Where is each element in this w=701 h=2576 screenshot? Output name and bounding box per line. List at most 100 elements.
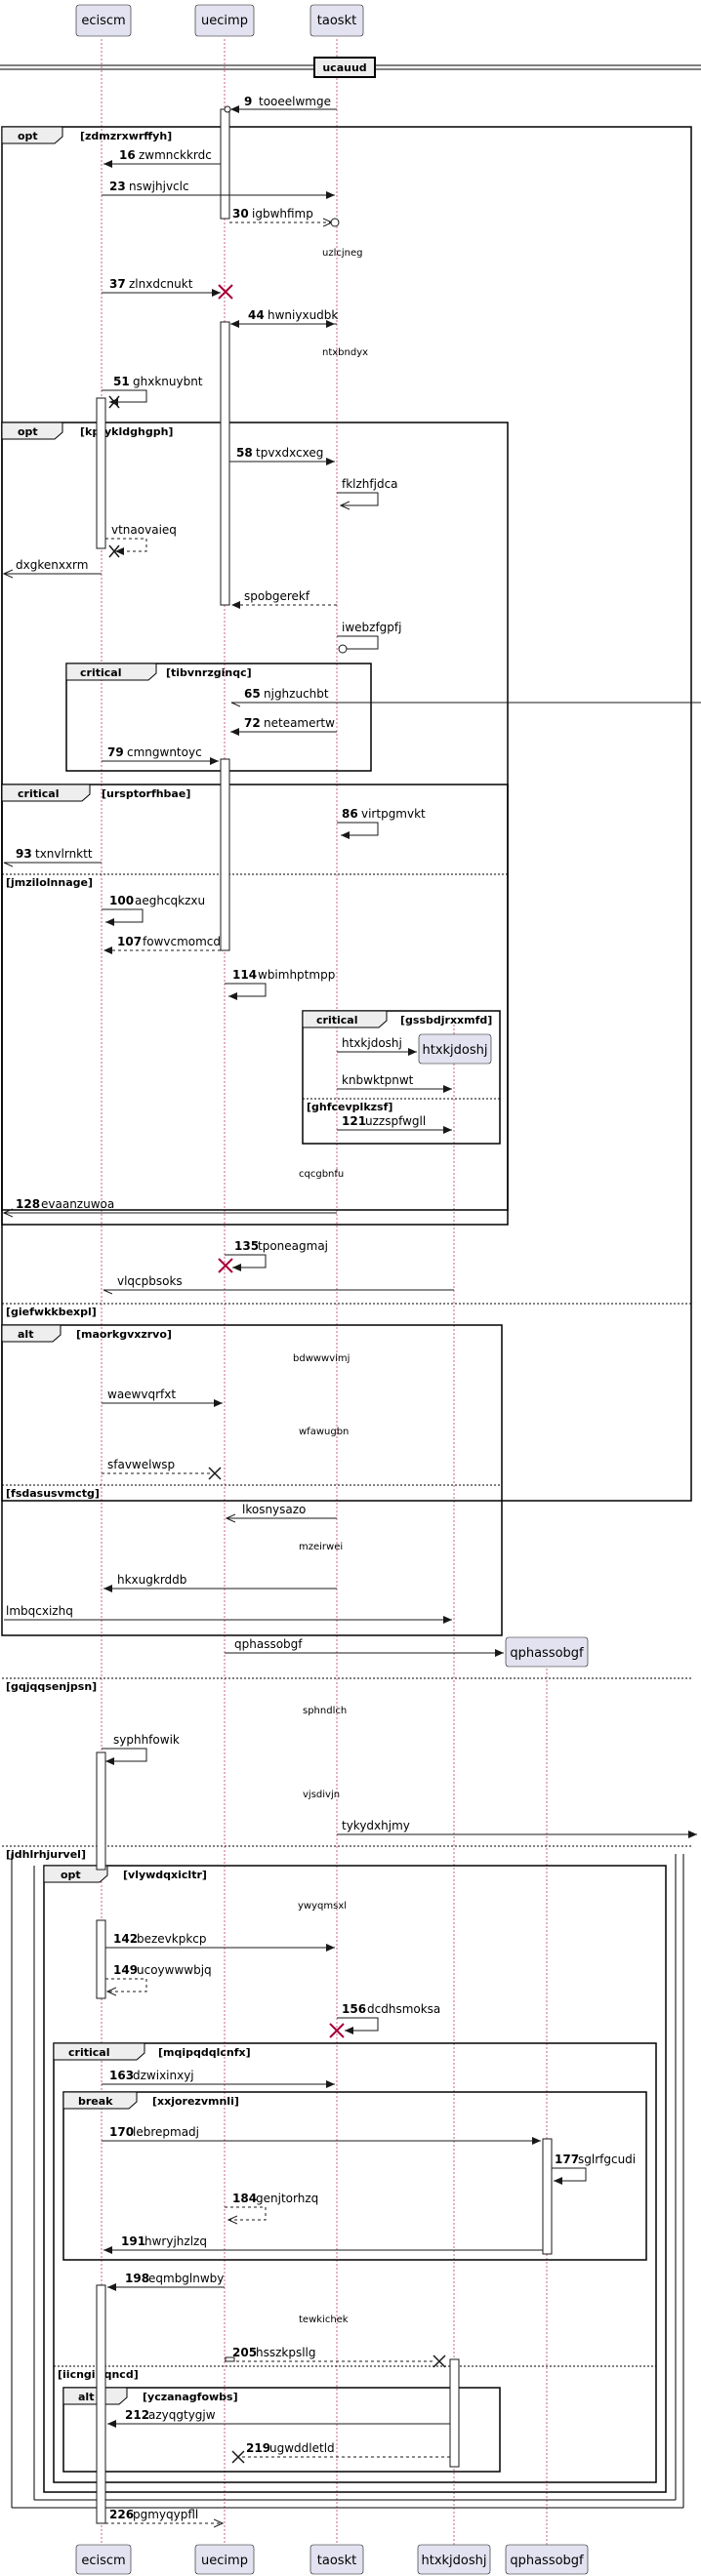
message-191: 191 hwryjhzlzq xyxy=(103,2234,543,2254)
participant-taoskt[interactable]: taoskt xyxy=(309,4,364,37)
participant-eciscm-bottom[interactable]: eciscm xyxy=(75,2544,132,2575)
message-128: 128 evaanzuwoa xyxy=(4,1197,337,1213)
fragment-opt-2: opt [kpfykldghgph] xyxy=(1,422,509,1226)
participants-top: eciscm uecimp taoskt xyxy=(75,4,364,37)
message-spobgerekf: spobgerekf xyxy=(231,589,337,609)
message-37: 37 zlnxdcnukt xyxy=(102,277,233,300)
message-23: 23 nswjhjvclc xyxy=(102,180,335,199)
message-label: tykydxhjmy xyxy=(342,1819,410,1832)
message-lmbqcxizhq: lmbqcxizhq xyxy=(4,1604,452,1624)
message-label: cqcgbnfu xyxy=(299,1169,344,1180)
fragment-condition: [jmzilolnnage] xyxy=(6,876,93,889)
message-label: fowvcmomcd xyxy=(143,935,221,948)
note-vjsdivjn: vjsdivjn xyxy=(303,1790,340,1800)
message-number: 226 xyxy=(109,2508,134,2521)
participant-eciscm[interactable]: eciscm xyxy=(75,4,132,37)
participant-htxkjdoshj-bottom[interactable]: htxkjdoshj xyxy=(417,2544,491,2575)
message-93: 93 txnvlrnktt xyxy=(4,847,102,863)
message-58: 58 tpvxdxcxeg xyxy=(229,446,335,465)
message-sfavwelwsp: sfavwelwsp xyxy=(102,1458,222,1480)
message-label: uzzspfwgll xyxy=(365,1114,426,1128)
message-label: knbwktpnwt xyxy=(342,1073,414,1087)
message-label: sphndlch xyxy=(303,1706,347,1716)
note-sphndlch: sphndlch xyxy=(303,1706,347,1716)
message-177: 177 sglrfgcudi xyxy=(552,2153,636,2185)
message-label: virtpgmvkt xyxy=(361,807,426,821)
fragment-sep-gqjqqsenjpsn: [gqjqqsenjpsn] xyxy=(2,1677,691,1693)
fragment-condition: [mqipqdqlcnfx] xyxy=(158,2046,251,2059)
fragment-condition: [fsdasusvmctg] xyxy=(6,1487,100,1500)
message-label: sglrfgcudi xyxy=(578,2153,636,2166)
message-label: nswjhjvclc xyxy=(129,180,189,193)
fragment-tag: opt xyxy=(18,425,38,438)
message-knbwktpnwt: knbwktpnwt xyxy=(337,1073,452,1093)
message-iwebzfgpfj: iwebzfgpfj xyxy=(337,621,401,654)
message-number: 198 xyxy=(125,2272,149,2285)
message-number: 107 xyxy=(117,935,142,948)
message-number: 30 xyxy=(232,207,249,221)
message-65: 65 njghzuchbt xyxy=(231,687,701,703)
fragment-sep-jdhlrhjurvel: [jdhlrhjurvel] xyxy=(2,1845,691,1861)
message-149: 149 ucoywwwbjq xyxy=(105,1963,212,1992)
message-label: ywyqmsxl xyxy=(298,1901,347,1912)
message-label: ntxbndyx xyxy=(322,347,368,358)
message-number: 93 xyxy=(16,847,32,861)
fragment-tag: alt xyxy=(78,2391,94,2403)
message-number: 135 xyxy=(234,1239,259,1253)
message-226: 226 pgmyqypfll xyxy=(105,2508,223,2523)
participant-taoskt-bottom[interactable]: taoskt xyxy=(309,2544,364,2575)
message-label: tooeelwmge xyxy=(259,95,331,108)
message-label: zwmnckkrdc xyxy=(139,148,212,162)
message-label: tpvxdxcxeg xyxy=(256,446,323,460)
message-number: 191 xyxy=(121,2234,145,2248)
participant-label: eciscm xyxy=(81,14,125,28)
fragment-condition: [kpfykldghgph] xyxy=(80,425,173,438)
note-tewkichek: tewkichek xyxy=(299,2314,349,2325)
activations xyxy=(96,108,553,2524)
note-uzlcjneg: uzlcjneg xyxy=(322,248,362,259)
message-label: ugwddletld xyxy=(269,2441,335,2455)
message-tykydxhjmy: tykydxhjmy xyxy=(337,1819,697,1838)
message-72: 72 neteamertw xyxy=(230,716,337,736)
message-163: 163 dzwixinxyj xyxy=(102,2069,335,2088)
message-label: vlqcpbsoks xyxy=(117,1274,183,1288)
message-label: mzeirwei xyxy=(299,1542,343,1552)
message-label: ucoywwwbjq xyxy=(137,1963,212,1977)
participant-label: htxkjdoshj xyxy=(423,1043,488,1058)
divider: ucauud xyxy=(0,57,701,78)
message-label: pgmyqypfll xyxy=(133,2508,198,2521)
fragment-condition: [giefwkkbexpl] xyxy=(6,1306,97,1318)
message-number: 205 xyxy=(232,2346,257,2359)
divider-label: ucauud xyxy=(322,61,366,74)
participant-qphassobgf-bottom[interactable]: qphassobgf xyxy=(505,2544,589,2575)
message-205: 205 hsszkpsllg xyxy=(225,2346,446,2368)
message-label: eqmbglnwby xyxy=(148,2272,224,2285)
message-label: hwryjhzlzq xyxy=(144,2234,207,2248)
message-number: 128 xyxy=(16,1197,40,1211)
participant-label: taoskt xyxy=(317,14,356,28)
fragment-alt-1: alt [maorkgvxzrvo] [fsdasusvmctg] xyxy=(1,1324,503,1636)
message-number: 51 xyxy=(113,375,130,388)
message-label: cmngwntoyc xyxy=(127,745,202,759)
message-number: 114 xyxy=(232,968,257,982)
participant-uecimp-bottom[interactable]: uecimp xyxy=(194,2544,255,2575)
fragment-critical-1: critical [tibvnrzginqc] xyxy=(65,663,372,772)
fragment-sep-giefwkkbexpl: [giefwkkbexpl] xyxy=(2,1303,691,1318)
message-label: vtnaovaieq xyxy=(111,523,177,537)
message-219: 219 ugwddletld xyxy=(231,2441,450,2464)
message-212: 212 azyqgtygjw xyxy=(107,2408,450,2428)
participant-uecimp[interactable]: uecimp xyxy=(194,4,255,37)
message-label: lmbqcxizhq xyxy=(6,1604,73,1618)
note-wfawugbn: wfawugbn xyxy=(299,1427,349,1437)
note-bdwwwvimj: bdwwwvimj xyxy=(293,1353,350,1364)
message-fklzhfjdca: fklzhfjdca xyxy=(337,477,398,505)
message-label: azyqgtygjw xyxy=(148,2408,216,2422)
fragment-tag: alt xyxy=(18,1328,33,1341)
participant-label: qphassobgf xyxy=(510,2554,584,2568)
message-79: 79 cmngwntoyc xyxy=(102,745,219,765)
message-waewvqrfxt: waewvqrfxt xyxy=(102,1388,223,1407)
participant-qphassobgf[interactable]: qphassobgf xyxy=(505,1636,589,1668)
message-number: 170 xyxy=(109,2125,134,2139)
message-label: neteamertw xyxy=(264,716,335,730)
participant-htxkjdoshj[interactable]: htxkjdoshj xyxy=(418,1033,492,1065)
